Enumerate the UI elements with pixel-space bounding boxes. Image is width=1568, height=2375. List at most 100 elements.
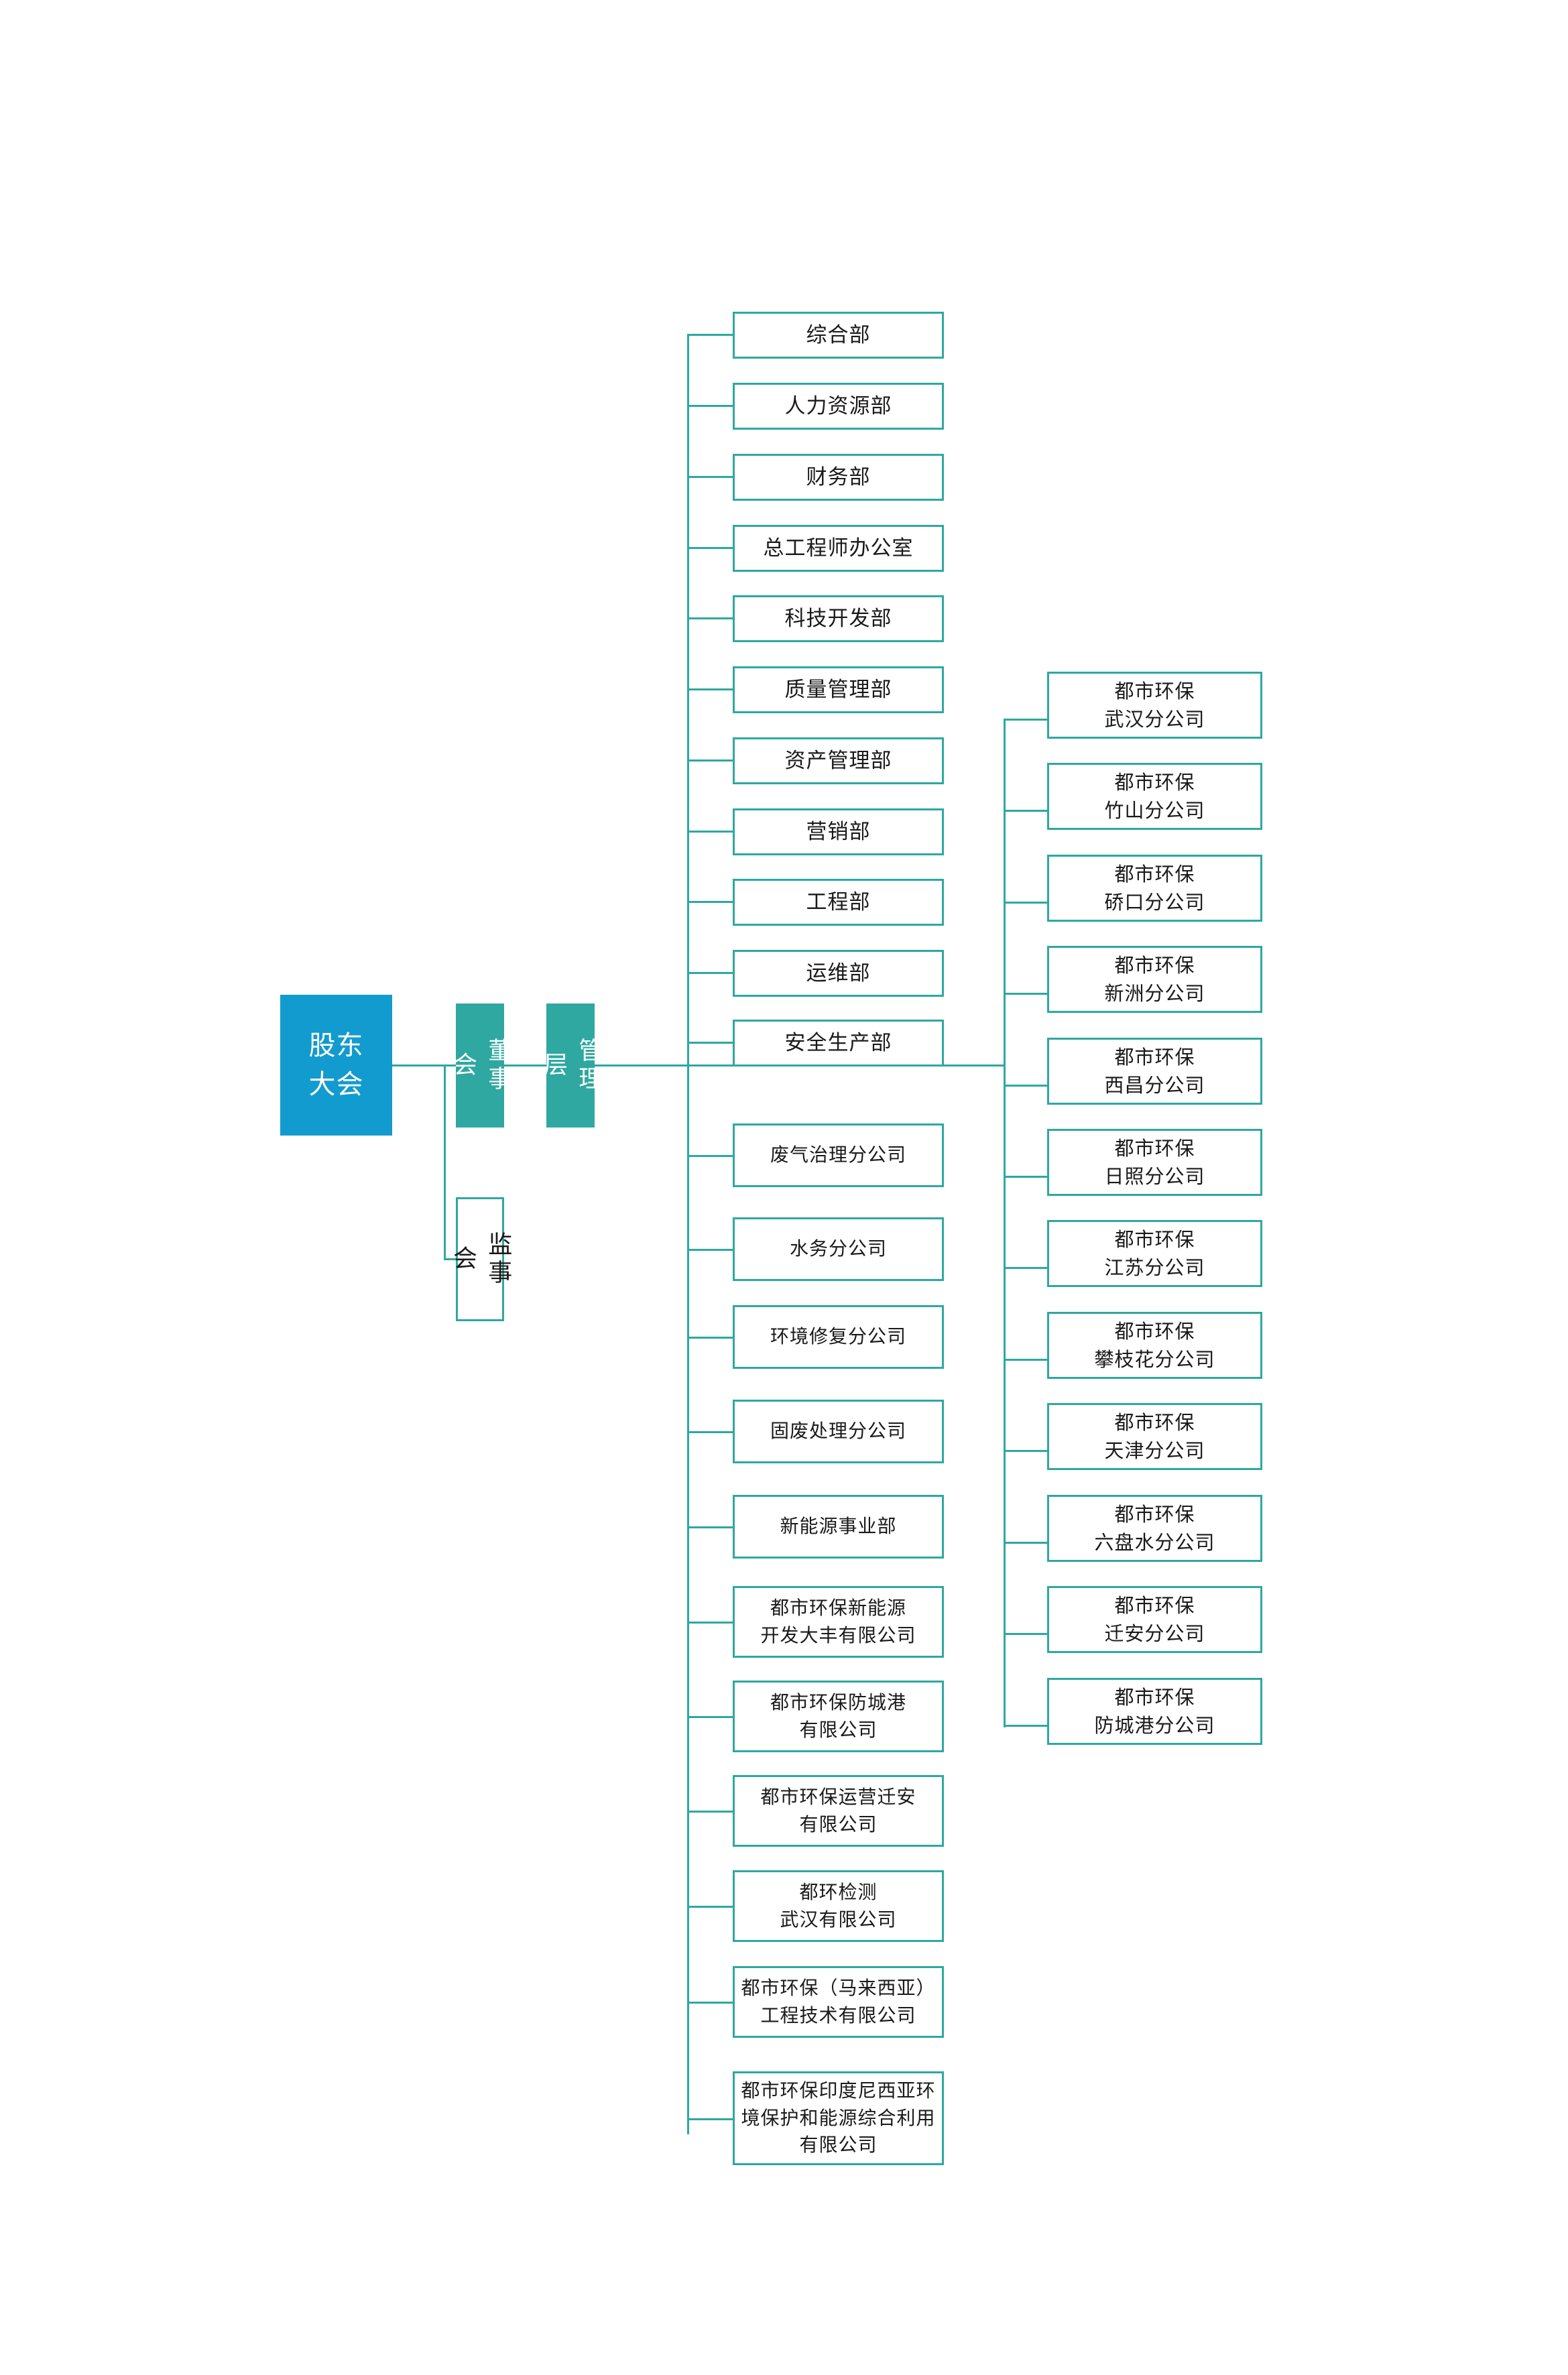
node-division-6-label: 都市环保防城港 有限公司 bbox=[770, 1691, 906, 1741]
node-division-0-label: 废气治理分公司 bbox=[770, 1144, 906, 1166]
connector-directors-to-management bbox=[504, 1064, 546, 1067]
connector-department-9 bbox=[687, 972, 733, 974]
node-branch-7[interactable]: 都市环保 攀枝花分公司 bbox=[1047, 1312, 1262, 1379]
node-management[interactable]: 管理 层 bbox=[540, 1003, 602, 1128]
connector-department-10 bbox=[687, 1042, 733, 1044]
node-division-8[interactable]: 都环检测 武汉有限公司 bbox=[733, 1870, 944, 1942]
node-department-5-label: 质量管理部 bbox=[784, 677, 892, 702]
node-division-1-label: 水务分公司 bbox=[789, 1237, 887, 1260]
node-division-0[interactable]: 废气治理分公司 bbox=[733, 1123, 944, 1187]
node-division-1[interactable]: 水务分公司 bbox=[733, 1217, 944, 1281]
node-division-3-label: 固废处理分公司 bbox=[770, 1420, 906, 1443]
node-branch-2[interactable]: 都市环保 硚口分公司 bbox=[1047, 855, 1262, 922]
node-department-6-label: 资产管理部 bbox=[784, 748, 892, 773]
connector-junction-vertical-supervisors bbox=[444, 1064, 446, 1260]
node-department-8-label: 工程部 bbox=[806, 890, 871, 914]
node-branch-8-label: 都市环保 天津分公司 bbox=[1104, 1410, 1205, 1462]
connector-division-2 bbox=[687, 1337, 733, 1339]
connector-branch-1 bbox=[1004, 810, 1047, 812]
node-branch-10[interactable]: 都市环保 迁安分公司 bbox=[1047, 1586, 1262, 1653]
node-division-7[interactable]: 都市环保运营迁安 有限公司 bbox=[733, 1775, 944, 1847]
node-division-3[interactable]: 固废处理分公司 bbox=[733, 1400, 944, 1463]
node-division-2-label: 环境修复分公司 bbox=[770, 1325, 906, 1348]
node-branch-11[interactable]: 都市环保 防城港分公司 bbox=[1047, 1678, 1262, 1745]
node-branch-3[interactable]: 都市环保 新洲分公司 bbox=[1047, 946, 1262, 1013]
node-branch-7-label: 都市环保 攀枝花分公司 bbox=[1094, 1319, 1215, 1371]
connector-branch-8 bbox=[1004, 1450, 1047, 1452]
connector-branch-7 bbox=[1004, 1359, 1047, 1361]
connector-division-1 bbox=[687, 1249, 733, 1251]
connector-department-7 bbox=[687, 831, 733, 833]
node-department-7[interactable]: 营销部 bbox=[733, 808, 944, 855]
connector-division-4 bbox=[687, 1526, 733, 1528]
connector-junction-to-supervisors bbox=[444, 1258, 456, 1260]
node-branch-9-label: 都市环保 六盘水分公司 bbox=[1094, 1502, 1215, 1554]
node-department-7-label: 营销部 bbox=[806, 819, 871, 844]
connector-branch-3 bbox=[1004, 993, 1047, 995]
connector-division-8 bbox=[687, 1906, 733, 1908]
node-shareholders-meeting[interactable]: 股东 大会 bbox=[280, 995, 392, 1136]
node-board-of-supervisors[interactable]: 监事 会 bbox=[449, 1197, 511, 1321]
node-division-2[interactable]: 环境修复分公司 bbox=[733, 1305, 944, 1369]
node-department-10[interactable]: 安全生产部 bbox=[733, 1020, 944, 1067]
node-branch-9[interactable]: 都市环保 六盘水分公司 bbox=[1047, 1495, 1262, 1562]
node-department-5[interactable]: 质量管理部 bbox=[733, 666, 944, 713]
node-branch-0[interactable]: 都市环保 武汉分公司 bbox=[1047, 672, 1262, 739]
node-branch-5[interactable]: 都市环保 日照分公司 bbox=[1047, 1129, 1262, 1196]
connector-division-10 bbox=[687, 2118, 733, 2120]
connector-branch-4 bbox=[1004, 1085, 1047, 1087]
node-department-8[interactable]: 工程部 bbox=[733, 879, 944, 926]
node-department-0[interactable]: 综合部 bbox=[733, 312, 944, 359]
connector-department-2 bbox=[687, 476, 733, 478]
node-division-10[interactable]: 都市环保印度尼西亚环 境保护和能源综合利用 有限公司 bbox=[733, 2071, 944, 2165]
connector-department-8 bbox=[687, 901, 733, 903]
node-board-of-supervisors-label: 监事 会 bbox=[449, 1231, 512, 1288]
connector-department-1 bbox=[687, 405, 733, 407]
node-department-9-label: 运维部 bbox=[806, 961, 871, 985]
node-department-3[interactable]: 总工程师办公室 bbox=[733, 525, 944, 572]
node-department-2[interactable]: 财务部 bbox=[733, 454, 944, 501]
connector-branch-2 bbox=[1004, 902, 1047, 904]
node-division-5[interactable]: 都市环保新能源 开发大丰有限公司 bbox=[733, 1586, 944, 1658]
node-division-6[interactable]: 都市环保防城港 有限公司 bbox=[733, 1681, 944, 1752]
node-branch-6[interactable]: 都市环保 江苏分公司 bbox=[1047, 1220, 1262, 1287]
node-department-4[interactable]: 科技开发部 bbox=[733, 595, 944, 642]
spine-departments-lower bbox=[687, 1064, 689, 2134]
connector-branch-9 bbox=[1004, 1542, 1047, 1544]
node-shareholders-meeting-label: 股东 大会 bbox=[308, 1030, 364, 1100]
node-branch-8[interactable]: 都市环保 天津分公司 bbox=[1047, 1403, 1262, 1470]
connector-department-3 bbox=[687, 547, 733, 549]
node-division-9[interactable]: 都市环保（马来西亚） 工程技术有限公司 bbox=[733, 1966, 944, 2038]
connector-department-6 bbox=[687, 759, 733, 762]
node-branch-4[interactable]: 都市环保 西昌分公司 bbox=[1047, 1038, 1262, 1105]
node-division-8-label: 都环检测 武汉有限公司 bbox=[780, 1880, 897, 1931]
node-branch-6-label: 都市环保 江苏分公司 bbox=[1104, 1227, 1205, 1279]
connector-division-7 bbox=[687, 1811, 733, 1813]
node-division-5-label: 都市环保新能源 开发大丰有限公司 bbox=[760, 1596, 916, 1646]
node-branch-1[interactable]: 都市环保 竹山分公司 bbox=[1047, 763, 1262, 830]
node-branch-11-label: 都市环保 防城港分公司 bbox=[1094, 1685, 1215, 1737]
node-department-3-label: 总工程师办公室 bbox=[763, 536, 914, 560]
node-department-9[interactable]: 运维部 bbox=[733, 950, 944, 997]
connector-branch-10 bbox=[1004, 1633, 1047, 1635]
node-division-4-label: 新能源事业部 bbox=[780, 1515, 897, 1538]
node-department-1-label: 人力资源部 bbox=[784, 393, 892, 418]
connector-division-3 bbox=[687, 1431, 733, 1433]
node-department-0-label: 综合部 bbox=[806, 322, 871, 347]
node-department-1[interactable]: 人力资源部 bbox=[733, 383, 944, 430]
connector-department-0 bbox=[687, 334, 733, 336]
node-division-4[interactable]: 新能源事业部 bbox=[733, 1495, 944, 1559]
node-department-10-label: 安全生产部 bbox=[784, 1030, 892, 1055]
connector-division-0 bbox=[687, 1155, 733, 1157]
node-board-of-directors[interactable]: 董事 会 bbox=[449, 1003, 511, 1128]
spine-branches bbox=[1004, 719, 1006, 1727]
node-branch-0-label: 都市环保 武汉分公司 bbox=[1104, 679, 1205, 731]
spine-departments-upper bbox=[687, 334, 689, 1066]
connector-shareholders-to-junction bbox=[392, 1064, 456, 1067]
node-division-7-label: 都市环保运营迁安 有限公司 bbox=[760, 1785, 916, 1835]
connector-branch-6 bbox=[1004, 1267, 1047, 1269]
node-department-6[interactable]: 资产管理部 bbox=[733, 737, 944, 784]
node-department-2-label: 财务部 bbox=[806, 465, 871, 489]
node-branch-2-label: 都市环保 硚口分公司 bbox=[1104, 862, 1205, 914]
